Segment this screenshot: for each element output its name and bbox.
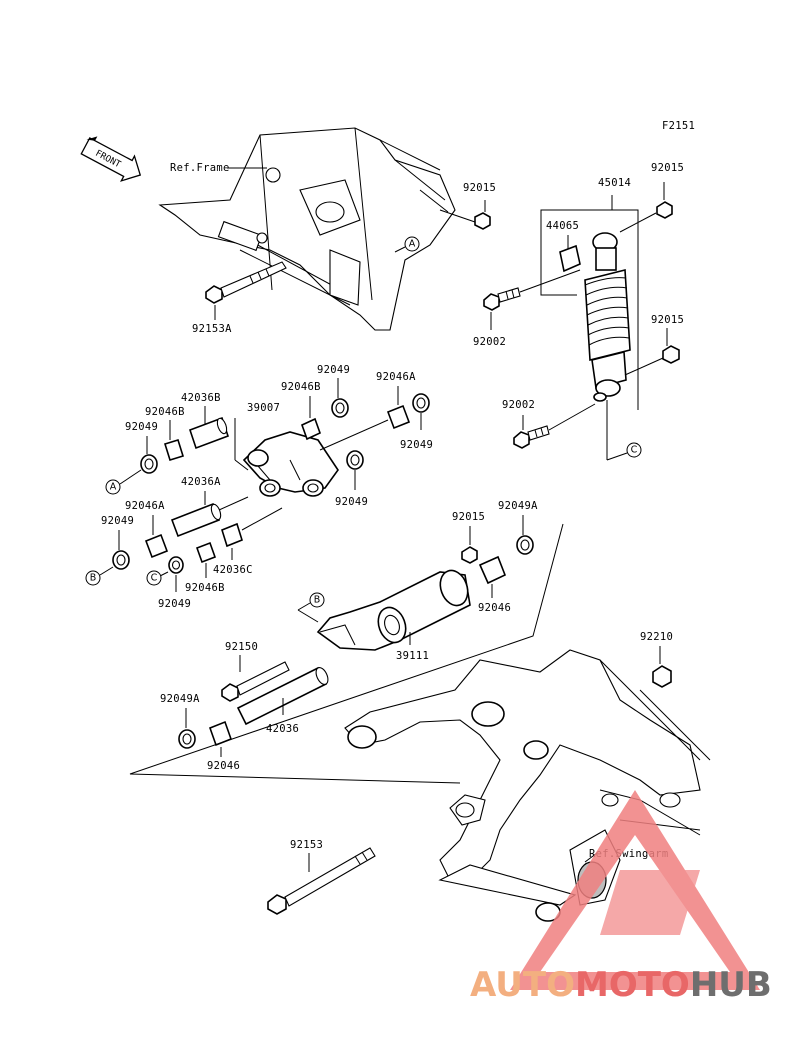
part-92046-lower-label: 92046	[207, 760, 240, 772]
nut-92015-shock-top	[656, 201, 673, 219]
bolt-92002-lower	[513, 425, 550, 449]
part-39111-label: 39111	[396, 650, 429, 662]
part-92153A-label: 92153A	[192, 323, 232, 335]
figure-code: F2151	[662, 120, 695, 132]
part-92210-label: 92210	[640, 631, 673, 643]
nut-92210	[652, 665, 672, 688]
part-92015-arm-label: 92015	[452, 511, 485, 523]
watermark-auto: AUTO	[470, 965, 575, 1005]
part-42036B-label: 42036B	[181, 392, 221, 404]
part-44065-label: 44065	[546, 220, 579, 232]
bearing-92046B-lower	[195, 541, 217, 564]
bolt-92002-upper	[483, 287, 521, 311]
automotohub-watermark-logo: AUTOMOTOHUB	[470, 790, 772, 1005]
callout-c-linkage: C	[151, 573, 158, 584]
bearing-92046B-mid	[301, 417, 321, 441]
bearing-92046B-left	[163, 439, 185, 461]
part-92049-right-label: 92049	[400, 439, 433, 451]
ref-frame-label: Ref.Frame	[170, 162, 230, 174]
bolt-92153A	[205, 261, 287, 304]
part-92049-lower-label: 92049	[158, 598, 191, 610]
part-92049-link-label: 92049	[335, 496, 368, 508]
part-92049A-top-label: 92049A	[498, 500, 538, 512]
bolt-92153	[267, 847, 376, 915]
part-39007-label: 39007	[247, 402, 280, 414]
bearing-92046A-left	[144, 533, 169, 559]
part-45014-label: 45014	[598, 177, 631, 189]
callout-a-frame: A	[409, 239, 416, 250]
bearing-92046-lower	[208, 720, 233, 747]
link-39007	[242, 431, 339, 497]
part-92015-shock-top-label: 92015	[651, 162, 684, 174]
part-92049A-lower-label: 92049A	[160, 693, 200, 705]
collar-44065	[559, 244, 581, 273]
sleeve-42036	[236, 666, 328, 726]
frame-reference-drawing	[158, 127, 456, 331]
rear-shock-absorber-45014	[584, 232, 631, 402]
part-92049-top-label: 92049	[317, 364, 350, 376]
part-92002-upper-label: 92002	[473, 336, 506, 348]
sleeve-42036C	[221, 522, 243, 548]
callout-b-rocker: B	[314, 595, 321, 606]
watermark-moto: MOTO	[575, 965, 690, 1005]
callout-c-shock: C	[631, 445, 638, 456]
nut-92015-frame	[474, 212, 491, 230]
callout-a-linkage: A	[110, 482, 117, 493]
part-92150-label: 92150	[225, 641, 258, 653]
bolt-92150	[221, 661, 290, 702]
part-92046B-left-label: 92046B	[145, 406, 185, 418]
watermark-hub: HUB	[690, 965, 772, 1005]
part-42036-label: 42036	[266, 723, 299, 735]
part-92049-left-top-label: 92049	[125, 421, 158, 433]
bearing-92046A-right	[386, 404, 411, 430]
part-92046A-right-label: 92046A	[376, 371, 416, 383]
rocker-arm-39111	[316, 569, 471, 651]
part-92046A-left-label: 92046A	[125, 500, 165, 512]
part-92015-shock-mid-label: 92015	[651, 314, 684, 326]
part-92015-frame-label: 92015	[463, 182, 496, 194]
part-92046-right-label: 92046	[478, 602, 511, 614]
callout-b-linkage: B	[90, 573, 97, 584]
part-92049-left-bottom-label: 92049	[101, 515, 134, 527]
front-direction-arrow: FRONT	[80, 136, 142, 182]
part-42036C-label: 42036C	[213, 564, 253, 576]
part-92002-lower-label: 92002	[502, 399, 535, 411]
part-92153-label: 92153	[290, 839, 323, 851]
part-92046B-mid-label: 92046B	[281, 381, 321, 393]
svg-text:AUTOMOTOHUB: AUTOMOTOHUB	[470, 965, 772, 1005]
nut-92015-arm	[461, 546, 478, 564]
part-92046B-lower-label: 92046B	[185, 582, 225, 594]
nut-92015-shock-mid	[662, 345, 680, 364]
part-42036A-label: 42036A	[181, 476, 221, 488]
bearing-92046-right	[478, 555, 507, 585]
